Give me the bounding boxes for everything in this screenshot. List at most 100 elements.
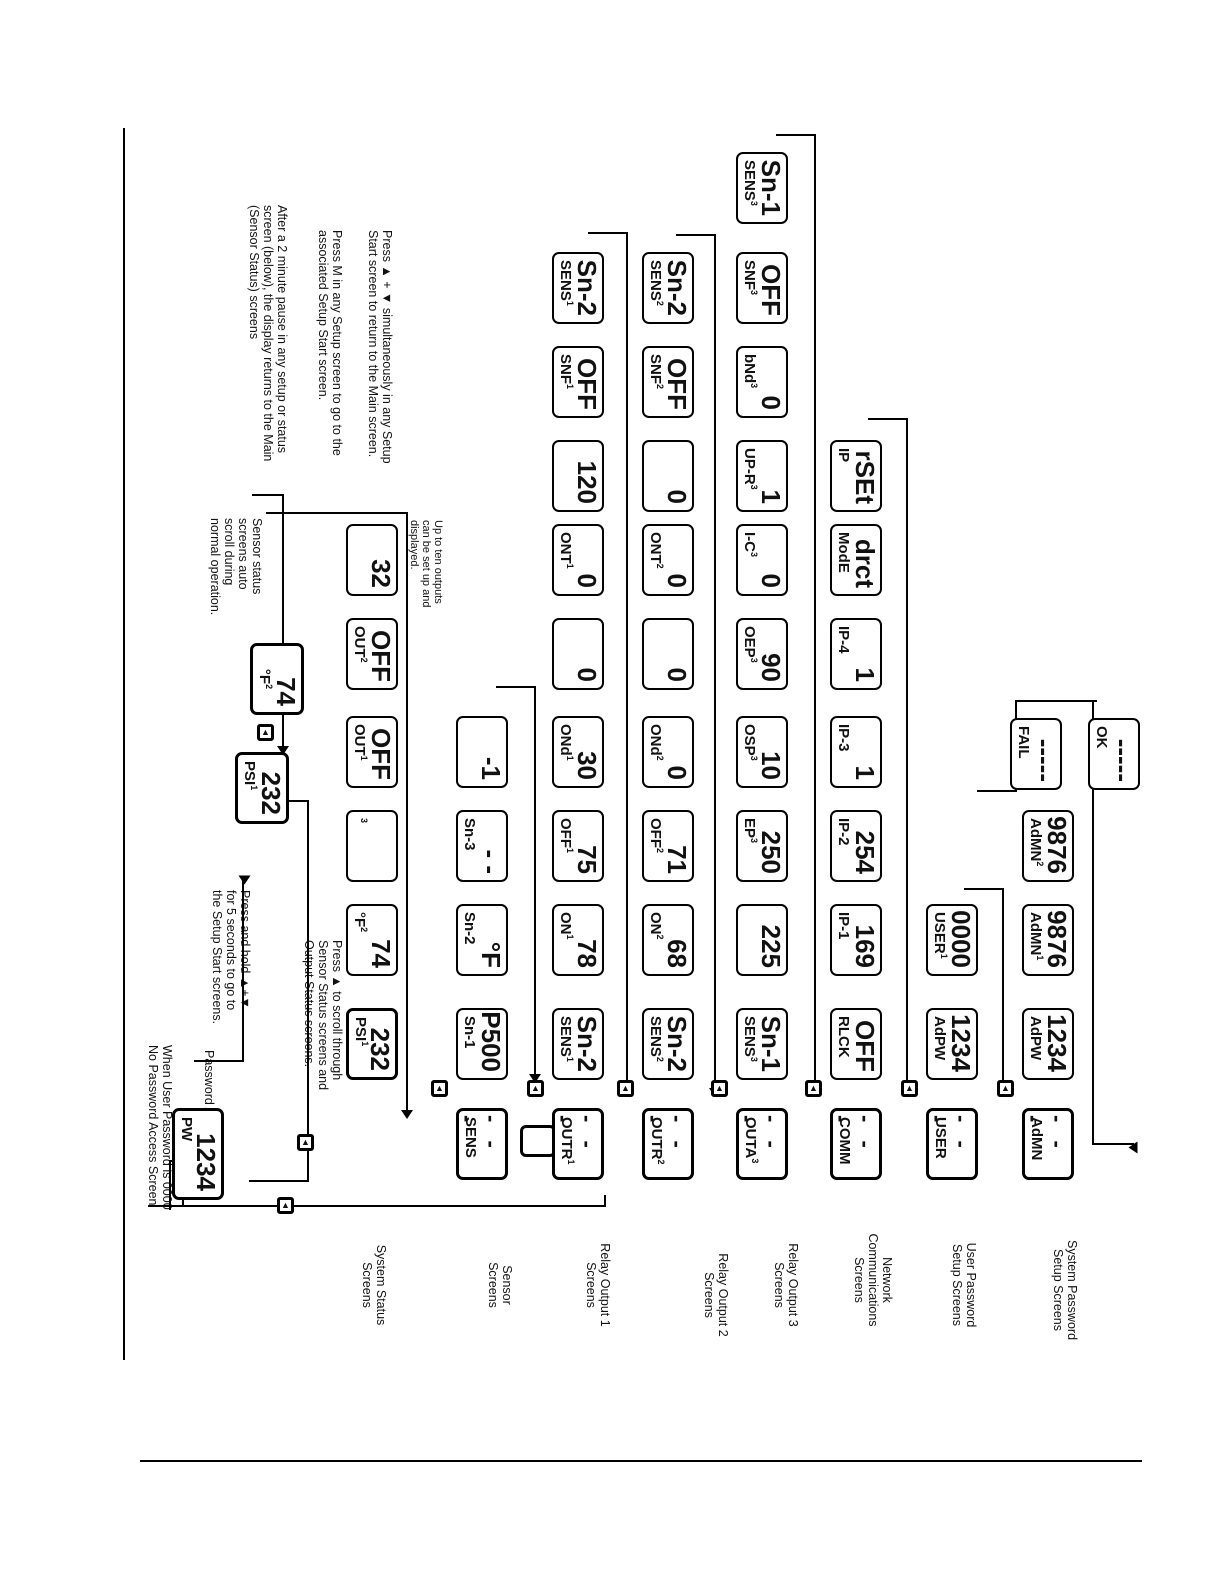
sensor-screen-0[interactable]: - - -SENS: [455, 1108, 508, 1180]
up-arrow-button-icon[interactable]: ▲: [431, 1080, 448, 1097]
relay1-screen-8-label-text: SNF: [557, 354, 574, 384]
up-arrow-button-icon[interactable]: ▲: [297, 1134, 314, 1151]
up-arrow-button-icon[interactable]: ▲: [617, 1080, 634, 1097]
pw-screen[interactable]: 1234 PW: [172, 1108, 224, 1200]
network-screen-3-value: 254: [850, 830, 880, 874]
relay1-screen-9-label-text: SENS: [557, 260, 574, 301]
f2-top-screen[interactable]: 74 °F2: [250, 643, 304, 715]
relay3-screen-0[interactable]: - - -OUTA3: [735, 1108, 788, 1180]
system-screen-2[interactable]: 3: [346, 810, 398, 882]
relay2-screen-5[interactable]: 0: [642, 618, 694, 690]
relay1-screen-6-value: 0: [572, 573, 602, 588]
up-arrow-button-icon[interactable]: ▲: [527, 1080, 544, 1097]
up-arrow-button-icon[interactable]: ▲: [257, 724, 274, 741]
relay1-screen-7[interactable]: 120: [552, 440, 604, 512]
network-screen-4-label: IP-3: [835, 724, 852, 752]
relay2-screen-8-label-text: SNF: [647, 354, 664, 384]
network-screen-0[interactable]: - - -COMM: [829, 1108, 882, 1180]
relay2-screen-6-sup: 2: [655, 563, 665, 569]
relay1-screen-0[interactable]: - - -OUTR1: [551, 1108, 604, 1180]
psi-top-screen[interactable]: 232 PSI1: [235, 752, 289, 824]
relay1-screen-0-sup: 1: [566, 1159, 576, 1165]
network-screen-6-label: ModE: [835, 532, 852, 573]
up-arrow-button-icon[interactable]: ▲: [805, 1080, 822, 1097]
sensor-screen-4[interactable]: -1: [456, 716, 508, 788]
relay2-screen-3-label-text: OFF: [647, 818, 664, 848]
connector-line: [906, 418, 908, 1092]
user-screen-2-label: USER1: [931, 912, 949, 959]
note-pause: After a 2 minute pause in any setup or s…: [247, 205, 289, 462]
admin-screen-5[interactable]: -----OK: [1088, 718, 1140, 790]
connector-line: [588, 232, 628, 234]
f2-top-unit: °F: [256, 668, 273, 685]
system-screen-1[interactable]: 74°F2: [346, 904, 398, 976]
relay3-screen-2[interactable]: 225: [736, 904, 788, 976]
arrow-head: [401, 1110, 413, 1119]
user-screen-0[interactable]: - - -USER: [925, 1108, 978, 1180]
sensor-screen-3[interactable]: - -Sn-3: [456, 810, 508, 882]
row-label-relay2: Relay Output 2 Screens: [702, 1253, 730, 1337]
relay2-screen-0[interactable]: - - -OUTR2: [641, 1108, 694, 1180]
connector-line: [534, 686, 536, 1076]
relay2-screen-2-sup: 2: [655, 934, 665, 940]
relay1-screen-7-value: 120: [572, 460, 602, 504]
up-arrow-button-icon[interactable]: ▲: [277, 1197, 294, 1214]
up-arrow-button-icon[interactable]: ▲: [711, 1080, 728, 1097]
relay2-screen-7[interactable]: 0: [642, 440, 694, 512]
relay3-screen-0-label: OUTA3: [742, 1117, 760, 1163]
relay1-screen-5[interactable]: 0: [552, 618, 604, 690]
system-screen-5[interactable]: 32: [346, 524, 398, 596]
up-arrow-button-icon[interactable]: ▲: [997, 1080, 1014, 1097]
up-arrow-button-icon[interactable]: ▲: [901, 1080, 918, 1097]
relay2-screen-8-label: SNF2: [647, 354, 665, 389]
relay2-screen-9-value: Sn-2: [662, 259, 692, 316]
admin-screen-0[interactable]: - - -AdMN: [1021, 1108, 1074, 1180]
admin-screen-4[interactable]: -----FAIL: [1010, 718, 1062, 790]
relay1-screen-2-sup: 1: [565, 934, 575, 940]
relay1-screen-0-label-text: OUTR: [558, 1117, 575, 1160]
relay3-screen-7-value: 1: [756, 489, 786, 504]
relay2-screen-9-label: SENS2: [647, 260, 665, 306]
relay3-screen-8-label: bNd3: [741, 354, 759, 388]
